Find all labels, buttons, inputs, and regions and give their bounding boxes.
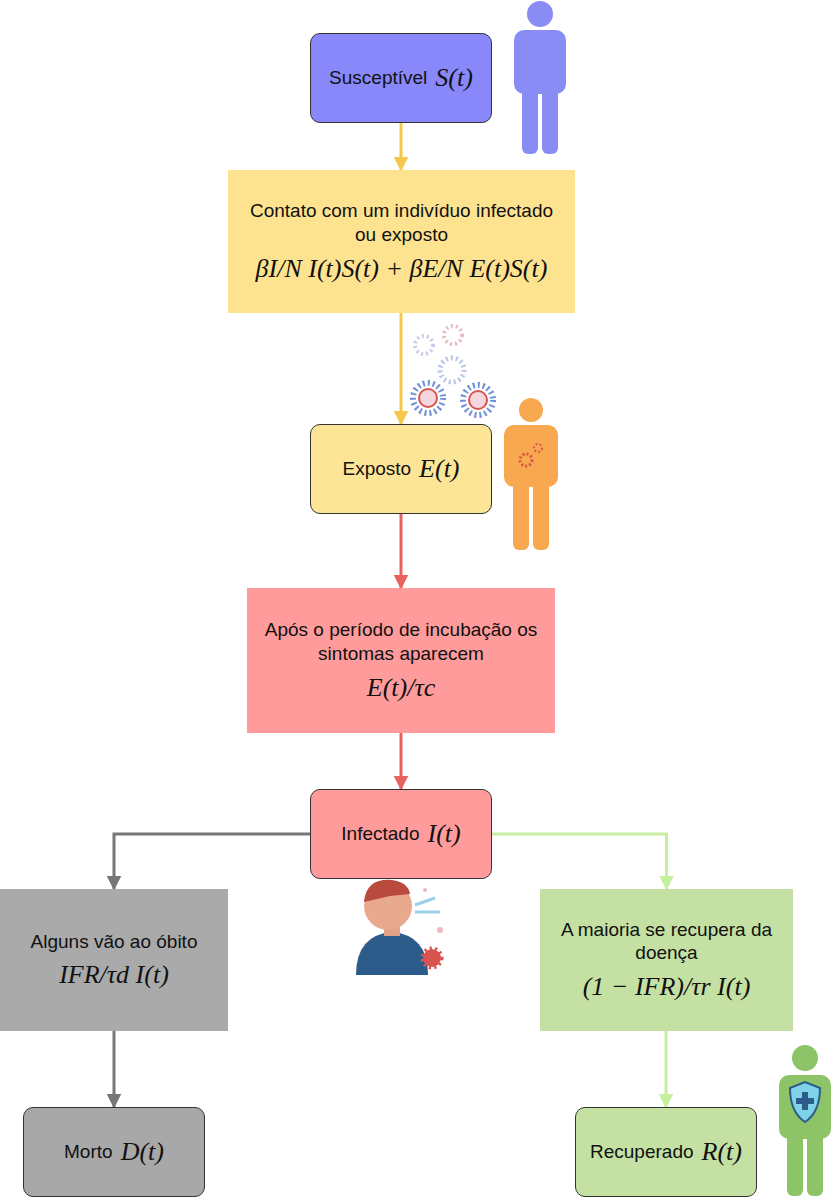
formula: E(t): [419, 453, 459, 484]
coughing-person-icon: [356, 880, 443, 975]
formula: S(t): [435, 62, 473, 93]
process-box: Alguns vão ao óbitoIFR/τd I(t): [0, 889, 228, 1031]
node-label: Recuperado: [590, 1140, 694, 1164]
flow-arrow: [400, 733, 403, 789]
state-box: Exposto E(t): [310, 424, 492, 514]
state-box: Infectado I(t): [310, 789, 492, 879]
flow-arrow: [492, 834, 667, 889]
formula: I(t): [427, 818, 460, 849]
formula: E(t)/τc: [367, 672, 436, 703]
node-label: Susceptível: [329, 66, 427, 90]
person-icon: [504, 398, 558, 550]
person-icon: [514, 1, 566, 154]
process-box: A maioria se recupera da doença (1 − IFR)…: [540, 889, 793, 1031]
flow-arrow: [400, 313, 403, 424]
state-box: Recuperado R(t): [575, 1107, 757, 1197]
formula: βI/N I(t)S(t) + βE/N E(t)S(t): [256, 253, 548, 284]
process-box: Após o período de incubação os sintomas …: [247, 588, 555, 733]
formula: (1 − IFR)/τr I(t): [583, 971, 751, 1002]
formula: IFR/τd I(t): [59, 959, 169, 990]
flow-arrow: [665, 1031, 668, 1107]
node-label: Morto: [64, 1140, 113, 1164]
node-label: Alguns vão ao óbito: [31, 930, 198, 954]
state-box: Susceptível S(t): [310, 33, 492, 123]
formula: R(t): [702, 1136, 742, 1167]
node-label: Contato com um indivíduo infectado ou ex…: [238, 199, 565, 247]
process-box: Contato com um indivíduo infectado ou ex…: [228, 170, 575, 313]
flow-arrow: [400, 123, 403, 170]
recovered-person-icon: [779, 1045, 831, 1196]
state-box: Morto D(t): [23, 1107, 205, 1197]
node-label: A maioria se recupera da doença: [550, 918, 783, 966]
node-label: Exposto: [342, 457, 411, 481]
flow-arrow: [113, 1031, 116, 1107]
flow-arrow: [400, 514, 403, 588]
formula: D(t): [121, 1136, 164, 1167]
node-label: Infectado: [341, 822, 419, 846]
flow-arrow: [114, 834, 310, 889]
virus-icon: [413, 326, 493, 415]
node-label: Após o período de incubação os sintomas …: [257, 618, 545, 666]
